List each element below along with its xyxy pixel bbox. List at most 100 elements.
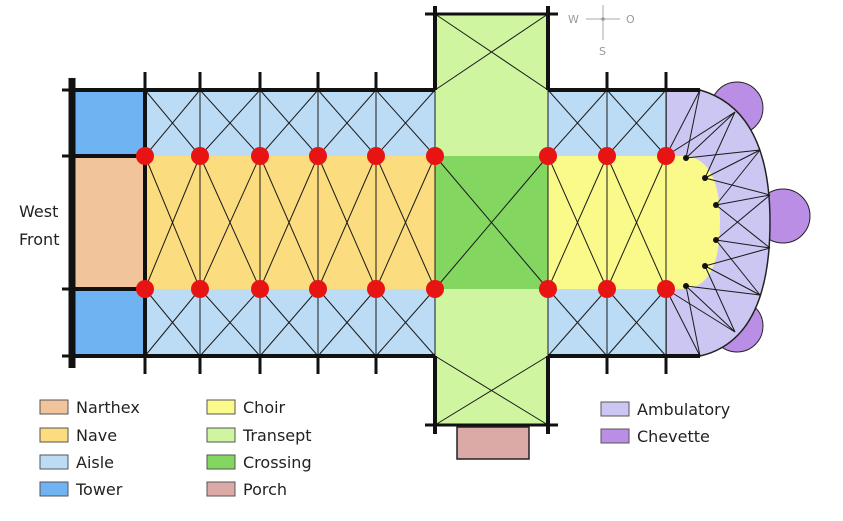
ambulatory-rib: [665, 288, 736, 333]
vault-rib: [375, 288, 436, 357]
ambulatory-rib: [665, 89, 701, 157]
legend-swatch: [39, 481, 69, 497]
vault-rib: [606, 155, 667, 290]
legend-label: Porch: [243, 480, 287, 499]
west-front-label-line1: West: [19, 202, 58, 221]
ambulatory-rib: [685, 285, 761, 296]
vault-rib: [144, 89, 201, 157]
legend-item-nave: Nave: [39, 426, 117, 445]
legend-swatch: [206, 399, 236, 415]
pillar: [598, 280, 616, 298]
legend-label: Tower: [75, 480, 123, 499]
vault-rib: [144, 288, 201, 357]
vault-rib: [259, 288, 319, 357]
vault-rib: [375, 155, 436, 290]
apse-pier: [713, 202, 719, 208]
vault-rib: [606, 288, 667, 357]
ambulatory-rib: [704, 111, 736, 179]
ambulatory-rib: [715, 194, 771, 241]
legend-label: Chevette: [637, 427, 710, 446]
legend-item-crossing: Crossing: [206, 453, 312, 472]
pillar: [539, 147, 557, 165]
pillar: [426, 147, 444, 165]
ambulatory-rib: [704, 149, 761, 179]
vault-rib: [317, 155, 377, 290]
ambulatory-rib: [665, 288, 701, 357]
vault-rib: [199, 288, 261, 357]
ambulatory-rib: [704, 177, 771, 196]
nave-region: [145, 156, 435, 289]
legend-label: Transept: [242, 426, 312, 445]
south-transept-inner: [435, 289, 548, 356]
legend-item-narthex: Narthex: [39, 398, 140, 417]
vault-rib: [434, 155, 549, 290]
pillar: [309, 147, 327, 165]
legend-item-choir: Choir: [206, 398, 286, 417]
porch-region: [456, 426, 530, 460]
pillar: [426, 280, 444, 298]
pillar: [598, 147, 616, 165]
compass-west: W: [568, 13, 579, 26]
legend-label: Choir: [243, 398, 286, 417]
apse-pier: [702, 175, 708, 181]
pillar: [136, 280, 154, 298]
ambulatory-rib: [704, 265, 736, 333]
ambulatory-rib: [715, 239, 761, 296]
legend-swatch: [206, 454, 236, 470]
ambulatory-rib: [665, 111, 736, 157]
legend-item-tower: Tower: [39, 480, 123, 499]
vault-rib: [199, 155, 261, 290]
vault-rib: [606, 89, 667, 157]
south-tower-region: [72, 289, 145, 356]
legend-label: Aisle: [76, 453, 114, 472]
legend-item-chevette: Chevette: [600, 427, 710, 446]
pillar: [251, 147, 269, 165]
legend-label: Narthex: [76, 398, 140, 417]
compass-south: S: [599, 45, 606, 58]
vault-rib: [199, 89, 261, 157]
legend-swatch: [39, 399, 69, 415]
west-front-label-line2: Front: [19, 230, 59, 249]
legend-swatch: [206, 481, 236, 497]
pillar: [539, 280, 557, 298]
ambulatory-rib: [704, 265, 761, 296]
legend-swatch: [39, 427, 69, 443]
pillar: [657, 147, 675, 165]
narthex-region: [72, 156, 145, 289]
ambulatory-rib: [685, 111, 736, 159]
legend-swatch: [39, 454, 69, 470]
ambulatory-rib: [685, 149, 761, 159]
vault-rib: [434, 355, 549, 426]
vault-ribs: [144, 13, 771, 426]
pillar: [309, 280, 327, 298]
ambulatory-rib: [715, 149, 761, 206]
vault-rib: [434, 13, 549, 91]
vault-rib: [547, 89, 608, 157]
apse-pier: [683, 283, 689, 289]
plan-regions: [72, 14, 771, 460]
legend-swatch: [600, 428, 630, 444]
ambulatory-rib: [685, 285, 701, 357]
vault-rib: [375, 89, 436, 157]
pillar: [191, 280, 209, 298]
vault-rib: [144, 155, 201, 290]
legend-item-porch: Porch: [206, 480, 287, 499]
pillar: [136, 147, 154, 165]
apse-pier: [713, 237, 719, 243]
legend-label: Ambulatory: [637, 400, 730, 419]
vault-rib: [259, 89, 319, 157]
vault-rib: [259, 155, 319, 290]
ambulatory-rib: [685, 285, 736, 333]
pillar: [657, 280, 675, 298]
north-transept-inner: [435, 90, 548, 156]
pillars: [136, 147, 719, 298]
legend-label: Crossing: [243, 453, 312, 472]
compass: W O S: [568, 5, 635, 58]
pillar: [367, 147, 385, 165]
apse-pier: [702, 263, 708, 269]
ambulatory-rib: [685, 89, 701, 159]
apse-pier: [683, 155, 689, 161]
ambulatory-rib: [715, 204, 771, 249]
vault-rib: [317, 288, 377, 357]
